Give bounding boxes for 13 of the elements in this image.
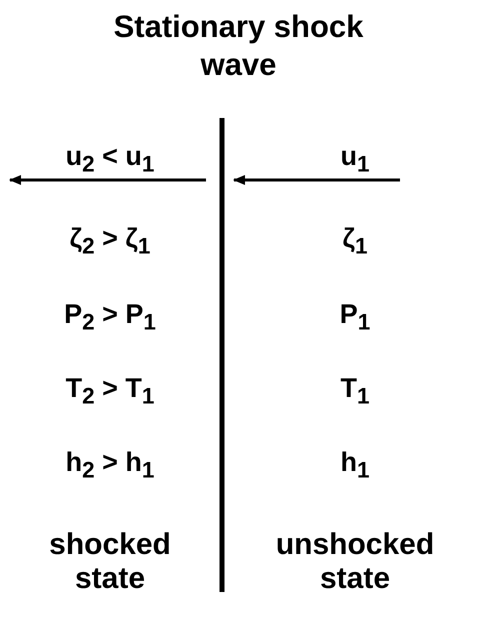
diagram-title: Stationary shock wave — [112, 8, 364, 84]
region-label: unshocked state — [274, 528, 436, 596]
state-variable-label: T$_{1}$ — [340, 372, 370, 410]
state-variable-label: P$_{1}$ — [340, 298, 370, 336]
state-variable-label: h$_{2}$ > h$_{1}$ — [66, 446, 154, 484]
state-variable-label: ζ$_{1}$ — [342, 222, 368, 260]
velocity-label: u$_{2}$ < u$_{1}$ — [66, 140, 154, 178]
region-label: shocked state — [48, 528, 172, 596]
state-variable-label: h$_{1}$ — [340, 446, 370, 484]
state-variable-label: ζ$_{2}$ > ζ$_{1}$ — [70, 222, 150, 260]
velocity-label: u$_{1}$ — [340, 140, 370, 178]
state-variable-label: T$_{2}$ > T$_{1}$ — [66, 372, 154, 410]
state-variable-label: P$_{2}$ > P$_{1}$ — [64, 298, 156, 336]
